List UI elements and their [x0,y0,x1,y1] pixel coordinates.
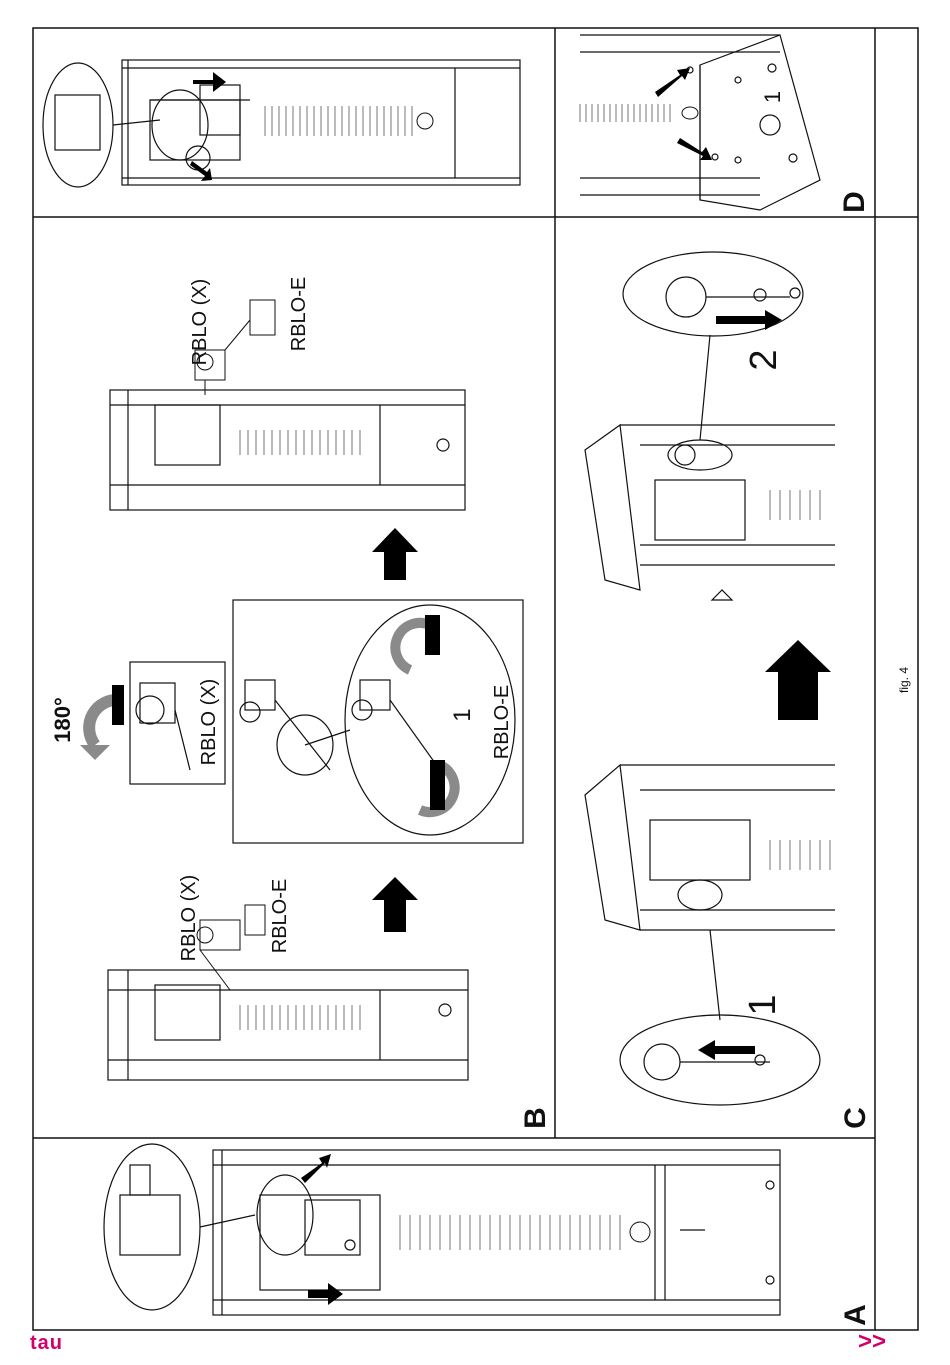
detail-zoom-a2 [104,1144,313,1310]
arrow-icon [301,1154,343,1305]
rblo-parts-b1 [197,905,265,990]
panel-c-step1: 1 [742,994,784,1015]
label-rblo-e-right: RBLO-E [288,277,310,351]
spring-a2 [400,1215,650,1250]
panel-c-letter: C [839,1107,872,1129]
barrier-housing-c1 [585,765,835,930]
arrow-icon [698,1040,755,1060]
spring-c2 [770,490,820,520]
brand-logo: tau [30,1332,63,1355]
arrow-icon [716,310,782,330]
figure-caption: fig. 4 [897,667,911,693]
detail-step: 1 [449,708,476,721]
detail-box [233,600,523,843]
panel-d-step: 1 [760,91,785,103]
panel-a-letter: A [839,1304,872,1326]
spring-d [580,104,698,122]
next-page-icon[interactable]: >> [858,1328,886,1356]
barrier-housing-c2 [585,425,835,600]
spring-a1 [265,106,433,136]
panel-b: RBLO (X) RBLO-E 180° RBLO (X) [50,277,552,1129]
panel-c-step2: 2 [743,349,785,370]
rotation-angle: 180° [50,697,75,743]
panel-b-letter: B [519,1107,552,1129]
panel-d-letter: D [838,191,871,213]
spring-b2 [240,430,360,455]
detail-zoom-c1 [620,930,820,1105]
detail-part-label: RBLO-E [491,685,513,759]
panel-a-top [43,60,520,187]
detail-zoom-c2 [623,252,803,440]
label-rblo-e-left: RBLO-E [269,879,291,953]
rotation-part-label: RBLO (X) [198,679,220,766]
spring-b1 [240,1005,360,1030]
rotate-arrows-icon [395,615,454,812]
panel-c: 1 [585,252,872,1129]
detail-zoom-a1 [43,63,208,187]
label-rblo-x-left: RBLO (X) [178,875,200,962]
label-rblo-x-right: RBLO (X) [189,279,211,366]
panel-a: A [104,1144,872,1326]
panel-d: 1 D [580,35,871,213]
rotate-180-icon [80,685,124,760]
barrier-housing-a2 [213,1150,780,1315]
barrier-housing-d [580,35,820,210]
arrow-icon [765,640,831,720]
spring-c1 [770,840,830,870]
